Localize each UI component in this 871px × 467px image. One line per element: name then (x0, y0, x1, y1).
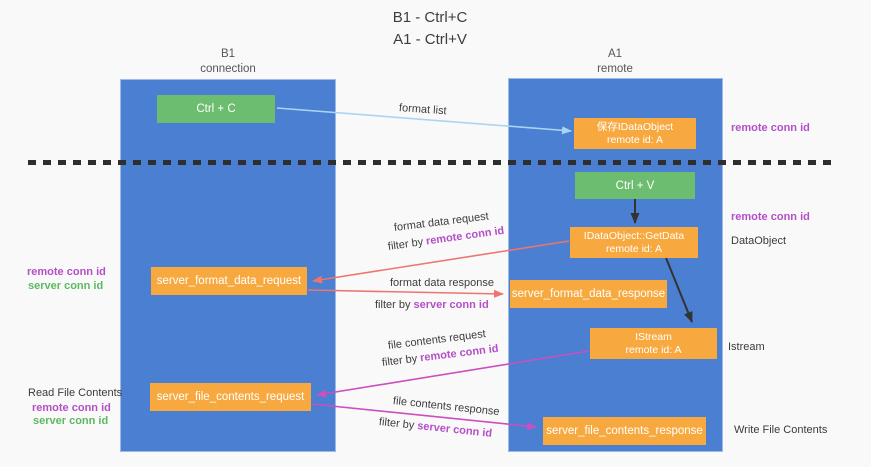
node-ctrl-v: Ctrl + V (575, 172, 695, 199)
annotation-istream: Istream (728, 341, 765, 353)
diagram-title: B1 - Ctrl+C A1 - Ctrl+V (330, 7, 530, 51)
server-format-data-request-label: server_format_data_request (156, 275, 302, 287)
file-contents-response-arrow (311, 403, 537, 431)
column-header-a1: A1 remote (565, 47, 665, 77)
getdata-to-istream-arrow (665, 257, 693, 323)
session-divider-dashed-line (28, 160, 831, 165)
istream-line2: remote id: A (625, 343, 682, 356)
format-data-response-arrow (307, 289, 504, 298)
label-format-data-response: format data response (390, 277, 494, 289)
annotation-remote-conn-id-left-2: remote conn id (32, 402, 111, 414)
annotation-remote-conn-id-right-mid: remote conn id (731, 211, 810, 223)
annotation-remote-conn-id-right-top: remote conn id (731, 122, 810, 134)
column-a1-role: remote (597, 63, 633, 75)
node-idataobject-getdata: IDataObject::GetData remote id: A (570, 227, 698, 258)
column-b1-role: connection (200, 63, 256, 75)
file-contents-request-arrow (316, 350, 590, 398)
format-list-arrow (276, 107, 572, 135)
istream-line1: IStream (635, 330, 672, 343)
annotation-remote-conn-id-left-1: remote conn id (27, 266, 106, 278)
column-header-b1: B1 connection (178, 47, 278, 77)
annotation-read-file-contents: Read File Contents (28, 387, 123, 399)
idataobject-getdata-line1: IDataObject::GetData (583, 229, 685, 242)
server-format-data-response-label: server_format_data_response (511, 288, 666, 300)
save-idataobject-line2: remote id: A (606, 133, 664, 146)
title-line-1: B1 - Ctrl+C (392, 9, 468, 26)
node-server-file-contents-request: server_file_contents_request (150, 383, 311, 411)
node-istream: IStream remote id: A (590, 328, 717, 359)
annotation-server-conn-id-left-2: server conn id (33, 415, 109, 427)
node-save-idataobject: 保存IDataObject remote id: A (574, 118, 696, 149)
annotation-dataobject: DataObject (731, 235, 787, 247)
filter-prefix: filter by (375, 299, 411, 311)
column-a1-name: A1 (607, 48, 623, 60)
save-idataobject-line1: 保存IDataObject (596, 120, 674, 133)
annotation-server-conn-id-left-1: server conn id (28, 280, 104, 292)
node-server-file-contents-response: server_file_contents_response (543, 417, 706, 445)
filter-key: server conn id (413, 299, 489, 311)
idataobject-getdata-line2: remote id: A (605, 242, 663, 255)
server-file-contents-response-label: server_file_contents_response (546, 425, 703, 437)
column-b1-name: B1 (220, 48, 236, 60)
title-line-2: A1 - Ctrl+V (393, 31, 467, 48)
annotation-write-file-contents: Write File Contents (734, 424, 828, 436)
server-file-contents-request-label: server_file_contents_request (156, 391, 305, 403)
format-data-request-arrow (312, 240, 570, 284)
node-server-format-data-request: server_format_data_request (151, 267, 307, 295)
ctrl-c-label: Ctrl + C (196, 103, 236, 115)
ctrl-v-label: Ctrl + V (615, 179, 655, 192)
node-ctrl-c: Ctrl + C (157, 95, 275, 123)
node-server-format-data-response: server_format_data_response (510, 280, 667, 308)
